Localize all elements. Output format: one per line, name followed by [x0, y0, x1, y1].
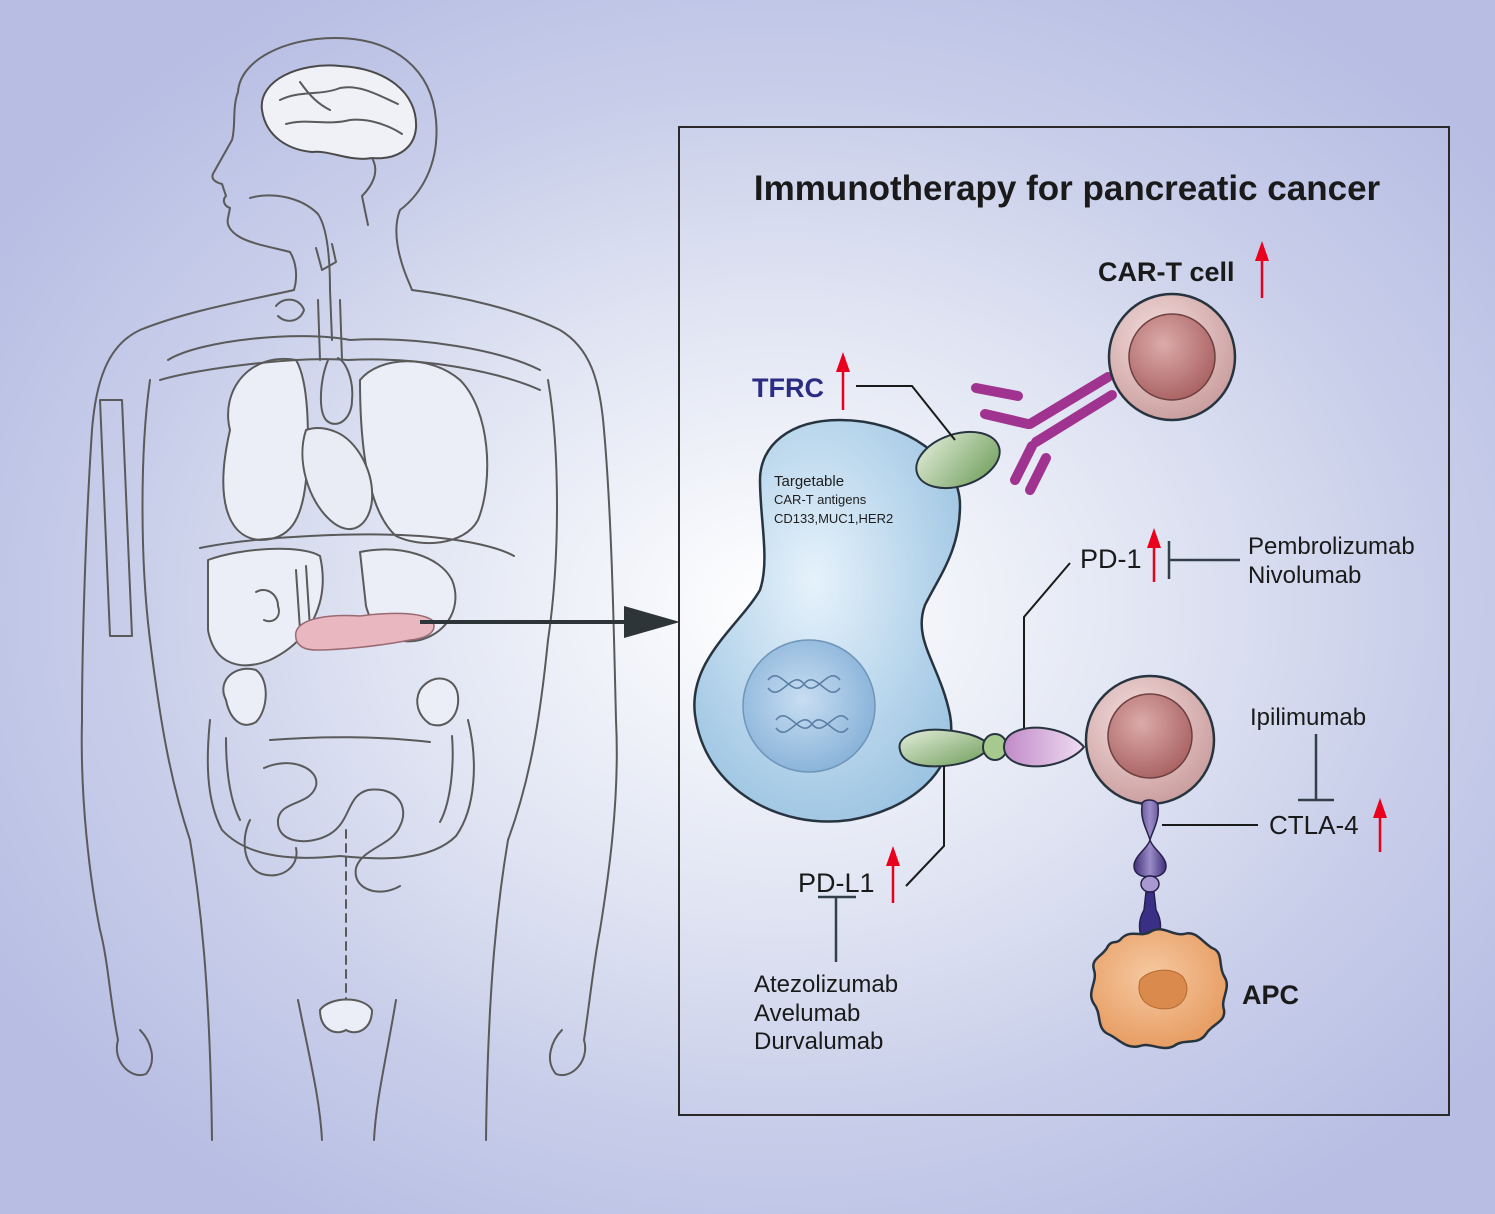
pd1-drug-nivolumab: Nivolumab	[1248, 562, 1361, 589]
car-t-up-arrow	[1255, 241, 1269, 298]
car-t-cell-nucleus	[1128, 313, 1216, 401]
pancreas-organ	[294, 612, 435, 651]
ctla4-up-arrow	[1373, 798, 1387, 852]
antigen-list-label: CD133,MUC1,HER2	[774, 511, 893, 526]
ctla4-b7-complex	[1133, 799, 1167, 951]
pd1-leader-line	[1023, 562, 1071, 728]
apc-nucleus	[1138, 969, 1188, 1010]
detail-panel	[678, 126, 1450, 1116]
ctla4-inhibition-line	[1298, 734, 1334, 802]
car-t-antigens-label: CAR-T antigens	[774, 492, 867, 507]
pdl1-drug-avelumab: Avelumab	[754, 1000, 860, 1027]
car-t-cell-label: CAR-T cell	[1098, 257, 1235, 287]
tumor-nucleus	[742, 639, 876, 773]
targetable-label: Targetable	[774, 473, 844, 490]
pd1-label: PD-1	[1080, 544, 1142, 574]
tfrc-leader-line	[856, 385, 956, 441]
dna-helix-icon	[767, 675, 849, 733]
t-cell-nucleus	[1107, 693, 1193, 779]
pd1-inhibition-line	[1167, 541, 1240, 579]
pd1-up-arrow	[1147, 528, 1161, 582]
human-body-outline	[80, 37, 618, 1141]
car-antibody	[971, 372, 1117, 495]
pdl1-inhibition-line	[818, 895, 856, 962]
pdl1-drug-atezolizumab: Atezolizumab	[754, 971, 898, 998]
pdl1-label: PD-L1	[798, 868, 875, 898]
pdl1-receptor	[898, 728, 992, 768]
tfrc-up-arrow	[836, 352, 850, 410]
panel-title: Immunotherapy for pancreatic cancer	[754, 169, 1381, 208]
pd1-drug-pembrolizumab: Pembrolizumab	[1248, 533, 1415, 560]
apc-label: APC	[1242, 980, 1299, 1010]
pdl1-drug-durvalumab: Durvalumab	[754, 1028, 883, 1055]
ctla4-label: CTLA-4	[1269, 810, 1359, 840]
pdl1-leader-line	[905, 766, 945, 887]
pd1-receptor	[1002, 726, 1086, 768]
tfrc-label: TFRC	[752, 373, 824, 403]
zoom-arrow	[420, 606, 680, 638]
ctla4-drug-ipilimumab: Ipilimumab	[1250, 704, 1366, 731]
pdl1-up-arrow	[886, 846, 900, 903]
